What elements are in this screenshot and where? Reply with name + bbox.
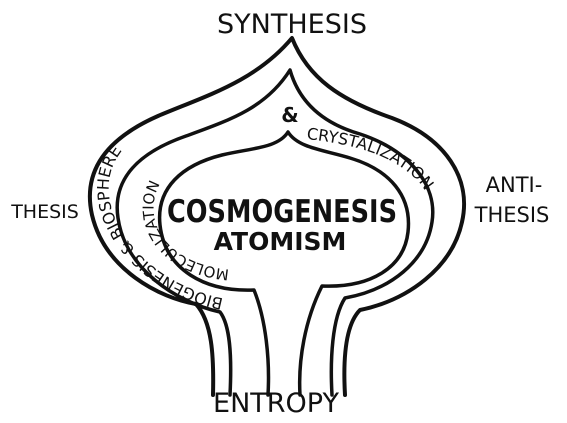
right-label-line1: ANTI- [486, 173, 543, 197]
center-title: COSMOGENESIS [167, 194, 397, 230]
outer-outline [87, 36, 467, 397]
ampersand: & [281, 103, 298, 127]
top-label: SYNTHESIS [217, 9, 367, 40]
inner-outline [157, 130, 411, 397]
right-band-text: CRYSTALIZATION [306, 124, 438, 193]
bottom-label: ENTROPY [213, 388, 339, 419]
middle-outline [115, 68, 435, 397]
left-label: THESIS [10, 201, 79, 223]
center-subtitle: ATOMISM [214, 227, 347, 256]
right-label-line2: THESIS [474, 203, 550, 227]
